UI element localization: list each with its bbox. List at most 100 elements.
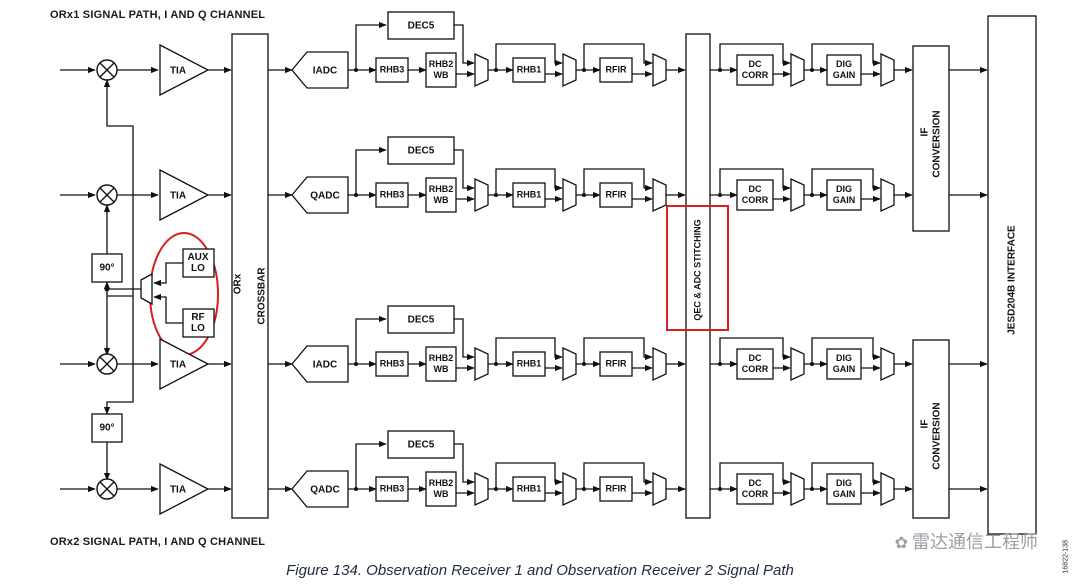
dig-gain-block	[826, 54, 862, 86]
dig-gain-block	[826, 179, 862, 211]
rhb2-label: RHB2	[429, 184, 454, 194]
mux	[474, 346, 489, 382]
dig-gain-block	[826, 473, 862, 505]
dec5-line	[355, 440, 387, 489]
mux	[880, 471, 895, 507]
tia-label: TIA	[170, 360, 186, 371]
mux	[790, 52, 805, 88]
if-conversion-1-label: IF	[920, 128, 931, 137]
aux-lo-line	[153, 262, 183, 287]
if-conversion-2-label: IF	[920, 420, 931, 429]
tia-label: TIA	[170, 191, 186, 202]
mux	[790, 177, 805, 213]
bypass-line	[811, 337, 881, 364]
rfir-block	[599, 351, 633, 377]
mux	[880, 52, 895, 88]
dig-gain-label: DIG	[836, 184, 852, 194]
watermark-text: 雷达通信工程师	[912, 532, 1038, 553]
dec5-label: DEC5	[408, 315, 435, 326]
phase-label: 90°	[99, 423, 114, 434]
tia-label: TIA	[170, 66, 186, 77]
if-conversion-1-label: CONVERSION	[932, 110, 943, 177]
rhb3-block	[375, 57, 409, 83]
rhb2-label: RHB2	[429, 353, 454, 363]
figure-caption: Figure 134. Observation Receiver 1 and O…	[286, 562, 794, 579]
dc-corr-label: CORR	[742, 195, 769, 205]
wechat-icon: ✿	[894, 533, 908, 552]
dc-corr-block	[736, 179, 774, 211]
mux	[790, 346, 805, 382]
qec-adc-stitching	[685, 33, 711, 519]
orx-crossbar	[231, 33, 269, 519]
rhb1-block	[512, 476, 546, 502]
rhb2-wb-block	[425, 177, 457, 213]
rhb2-wb-block	[425, 52, 457, 88]
rhb1-label: RHB1	[517, 483, 542, 493]
bypass-line	[583, 168, 653, 195]
bypass-line	[811, 43, 881, 70]
bypass-line	[495, 168, 563, 195]
figure-id: 16822-138	[1062, 540, 1069, 574]
aux-lo-label: AUX	[187, 252, 208, 263]
if-conversion-2	[912, 339, 950, 519]
rhb2-label: WB	[434, 489, 449, 499]
rhb3-label: RHB3	[380, 64, 405, 74]
dig-gain-block	[826, 348, 862, 380]
mux	[652, 471, 667, 507]
rhb1-block	[512, 182, 546, 208]
mux	[652, 177, 667, 213]
rhb1-block	[512, 351, 546, 377]
dc-corr-label: DC	[749, 353, 762, 363]
watermark: ✿雷达通信工程师	[895, 528, 1038, 554]
highlight-rectangle	[666, 205, 729, 331]
if-conversion-1	[912, 45, 950, 232]
tia-amplifier	[159, 43, 210, 97]
rhb2-label: RHB2	[429, 59, 454, 69]
dec5-line	[355, 146, 387, 195]
mux	[652, 346, 667, 382]
dc-corr-label: CORR	[742, 489, 769, 499]
dec5-line	[355, 21, 387, 70]
qec-label: QEC & ADC STITCHING	[692, 219, 702, 320]
tia-amplifier	[159, 168, 210, 222]
aux-lo-label: LO	[191, 263, 205, 274]
bypass-line	[583, 43, 653, 70]
tia-amplifier	[159, 337, 210, 391]
bypass-line	[811, 168, 881, 195]
rfir-block	[599, 182, 633, 208]
lo-mux	[140, 272, 153, 306]
phase-shifter-orx1	[91, 253, 123, 283]
mux	[790, 471, 805, 507]
dc-corr-block	[736, 348, 774, 380]
rhb2-wb-block	[425, 346, 457, 382]
bypass-line	[719, 168, 791, 195]
mixer-cross	[99, 62, 115, 78]
adc-label: QADC	[310, 485, 339, 496]
dec5-label: DEC5	[408, 21, 435, 32]
tia-label: TIA	[170, 485, 186, 496]
mixer-cross	[99, 481, 115, 497]
dc-corr-label: CORR	[742, 364, 769, 374]
orx-crossbar-label: ORx	[233, 273, 244, 294]
bypass-line	[495, 43, 563, 70]
rhb2-wb-block	[425, 471, 457, 507]
mux	[880, 346, 895, 382]
bypass-line	[583, 462, 653, 489]
jesd-label: JESD204B INTERFACE	[1007, 225, 1018, 335]
dc-corr-block	[736, 54, 774, 86]
mux	[474, 177, 489, 213]
rhb1-block	[512, 57, 546, 83]
mux	[562, 346, 577, 382]
rhb3-label: RHB3	[380, 189, 405, 199]
mux	[562, 471, 577, 507]
rfir-label: RFIR	[606, 358, 627, 368]
rfir-label: RFIR	[606, 64, 627, 74]
rhb2-label: WB	[434, 70, 449, 80]
phase-shifter-orx2	[91, 413, 123, 443]
rhb3-label: RHB3	[380, 358, 405, 368]
dc-corr-block	[736, 473, 774, 505]
rfir-label: RFIR	[606, 189, 627, 199]
